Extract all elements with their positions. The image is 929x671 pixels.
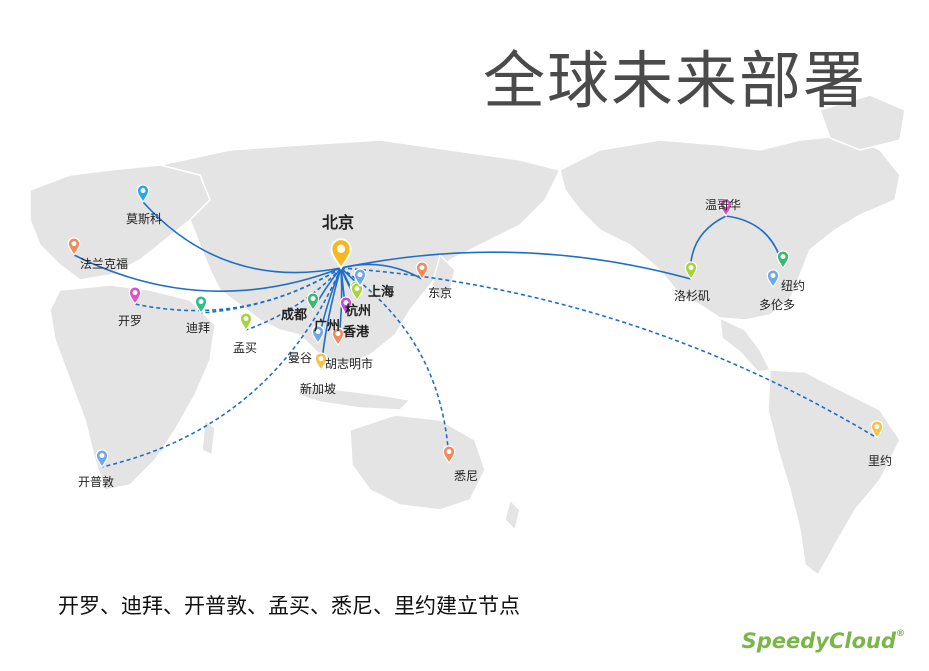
map-pin-icon bbox=[415, 261, 429, 281]
map-pin-icon bbox=[766, 269, 780, 289]
map-pin-icon bbox=[353, 268, 367, 288]
asia bbox=[159, 139, 562, 366]
city-label: 东京 bbox=[428, 286, 452, 300]
page-title: 全球未来部署 bbox=[482, 44, 867, 117]
map-pin-icon bbox=[442, 445, 456, 465]
logo-registered-mark: ® bbox=[896, 629, 905, 639]
map-pin-icon bbox=[776, 250, 790, 270]
speedycloud-logo: SpeedyCloud® bbox=[742, 629, 905, 653]
route-line bbox=[340, 267, 450, 464]
city-label: 开普敦 bbox=[78, 474, 114, 489]
labels: 莫斯科法兰克福开罗迪拜孟买 成都广州杭州 上海香港曼谷胡志明市新加坡 东京悉尼 开普敦 洛… bbox=[78, 198, 892, 489]
city-label: 纽约 bbox=[781, 278, 805, 293]
city-label: 新加坡 bbox=[300, 381, 336, 396]
route-line bbox=[134, 267, 342, 312]
city-label: 曼谷 bbox=[288, 351, 312, 365]
map-pin-icon bbox=[350, 282, 364, 302]
city-label: 温哥华 bbox=[705, 198, 741, 212]
map-pin-icon bbox=[128, 286, 142, 306]
map-pin-icon bbox=[239, 312, 253, 332]
city-label: 洛杉矶 bbox=[674, 288, 710, 303]
route-line bbox=[245, 267, 342, 331]
madagascar bbox=[201, 418, 216, 457]
map-pin-icon bbox=[136, 184, 150, 204]
city-label: 广州 bbox=[314, 318, 340, 334]
hub-label: 北京 bbox=[322, 213, 354, 232]
city-label: 多伦多 bbox=[759, 297, 795, 312]
new-zealand bbox=[504, 498, 521, 532]
map-pin-icon bbox=[95, 449, 109, 469]
central-america bbox=[719, 316, 772, 373]
map-pin-icon bbox=[331, 327, 345, 347]
city-label: 迪拜 bbox=[186, 321, 210, 335]
city-label: 莫斯科 bbox=[126, 212, 162, 226]
logo-text: SpeedyCloud bbox=[741, 629, 896, 653]
map-pin-icon bbox=[870, 420, 884, 440]
city-label: 上海 bbox=[368, 284, 394, 300]
route-line bbox=[142, 201, 342, 274]
map-pin-icon bbox=[719, 198, 733, 218]
city-label: 杭州 bbox=[345, 303, 371, 319]
route-line bbox=[200, 267, 342, 314]
route-line bbox=[73, 254, 342, 292]
greenland bbox=[819, 94, 906, 151]
south-america bbox=[767, 369, 901, 577]
pins bbox=[67, 184, 884, 469]
route-line bbox=[101, 267, 342, 468]
city-label: 法兰克福 bbox=[80, 256, 128, 271]
north-america bbox=[559, 134, 901, 321]
continents bbox=[29, 94, 906, 577]
australia bbox=[349, 414, 486, 511]
city-label: 香港 bbox=[342, 324, 370, 340]
city-label: 孟买 bbox=[233, 341, 257, 355]
city-label: 悉尼 bbox=[454, 469, 478, 483]
map-pin-icon bbox=[684, 261, 698, 281]
africa bbox=[49, 284, 216, 491]
hub-pin-icon bbox=[330, 238, 352, 270]
map-pin-icon bbox=[194, 295, 208, 315]
indonesia bbox=[297, 384, 412, 411]
map-pin-icon bbox=[311, 325, 325, 345]
map-pin-icon bbox=[339, 296, 353, 316]
route-line bbox=[340, 251, 692, 280]
japan bbox=[431, 253, 456, 302]
footer-note: 开罗、迪拜、开普敦、孟买、悉尼、里约建立节点 bbox=[58, 594, 520, 618]
map-pin-icon bbox=[306, 292, 320, 312]
city-label: 胡志明市 bbox=[325, 356, 373, 371]
city-label: 开罗 bbox=[118, 314, 142, 328]
city-label: 成都 bbox=[281, 307, 307, 323]
city-label: 里约 bbox=[868, 453, 892, 468]
map-pin-icon bbox=[314, 352, 328, 372]
map-pin-icon bbox=[67, 237, 81, 257]
